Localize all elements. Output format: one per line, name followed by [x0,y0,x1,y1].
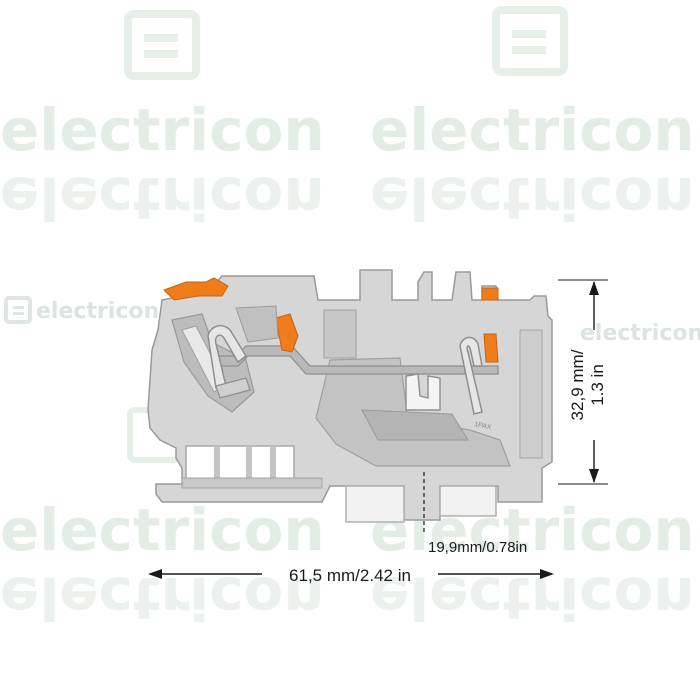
foot-opening [185,445,295,481]
spring-clamp-left-tab [215,377,251,399]
watermark-text: electricon [0,96,325,164]
height-arrow-bottom-icon [589,469,599,483]
watermark-logo-small-icon [4,296,32,324]
base-rail [181,477,323,489]
rail-slot [345,485,405,523]
watermark-text: electricon [0,496,325,564]
width-arrow-left-icon [148,569,162,579]
height-arrow-top-icon [589,281,599,295]
watermark-reflection-text: electricon [370,564,695,632]
watermark-reflection-text: electricon [0,564,325,632]
push-button-actuator-icon [163,277,229,301]
upper-cavity [323,309,357,359]
watermark-small-text: electricon [36,299,159,324]
foot-rib [246,446,252,480]
foot-rib [270,446,276,480]
width-arrow-right-icon [540,569,554,579]
height-dimension-label-line1: 32,9 mm/ [568,349,587,420]
spring-clamp-left-icon [207,325,247,389]
height-dimension-label-line2: 1.3 in [588,364,607,406]
watermark-small-text: electricon [580,321,700,346]
watermark-logo-icon [492,6,568,76]
watermark-text: electricon [370,96,695,164]
actuator-right-lower-icon [483,333,499,363]
dimension-annotations: 61,5 mm/2.42 in 32,9 mm/ 1.3 in 19,9mm/0… [148,279,608,585]
housing-top-recess [235,305,279,343]
terminal-block: 1PAX [147,269,553,523]
watermark-reflection-text: electricon [0,164,325,232]
watermark-logo-icon [124,10,200,80]
housing-marking: 1PAX [474,421,493,432]
test-socket-icon [405,373,441,411]
spring-clamp-right-icon [459,336,483,415]
current-bar [213,345,499,375]
width-dimension-label: 61,5 mm/2.42 in [289,566,411,585]
right-wall [519,329,543,459]
rail-dimension-label: 19,9mm/0.78in [428,539,527,556]
watermark-reflection-text: electricon [370,164,695,232]
actuator-right-icon [481,287,499,301]
housing-recess-inner [361,409,469,441]
foot-rib [214,446,220,480]
rail-slot [439,485,497,517]
watermark-layer: electricon electricon electricon electri… [0,6,700,632]
